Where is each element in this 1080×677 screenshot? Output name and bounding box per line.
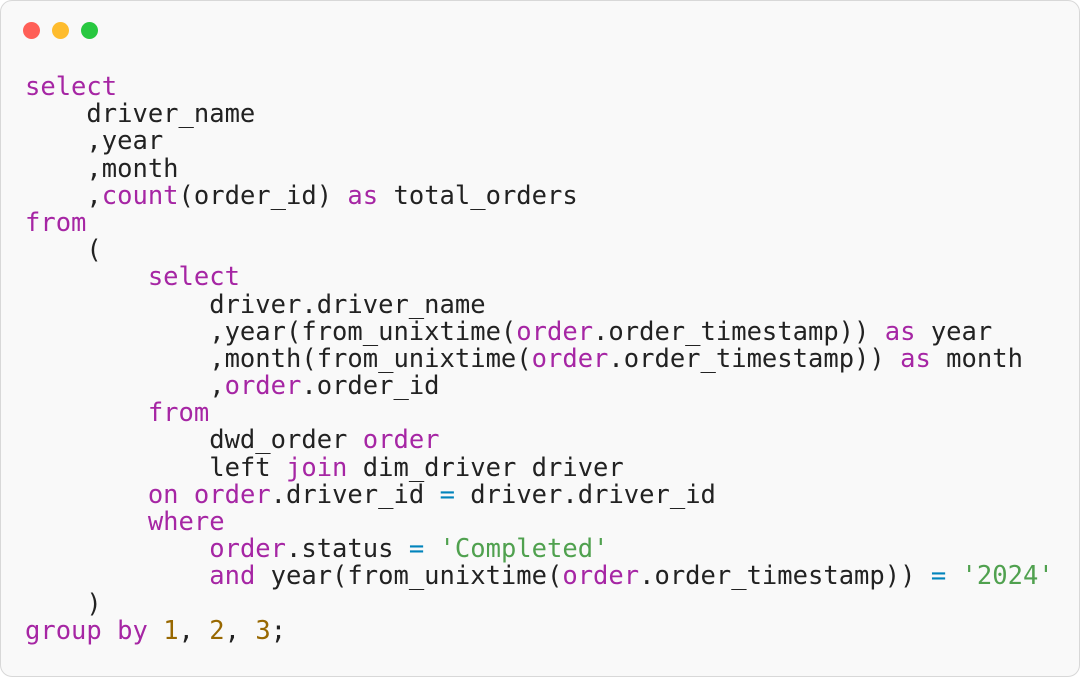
code-text: ;: [270, 615, 287, 646]
code-line: where: [25, 507, 1054, 537]
code-text: year(from_unixtime(: [255, 561, 563, 592]
code-line: ,order.order_id: [25, 371, 1054, 402]
code-text: ,year(from_unixtime(: [25, 316, 517, 347]
code-line: select: [25, 264, 1054, 291]
code-text: .order_timestamp)): [608, 343, 901, 374]
keyword-token: select: [25, 72, 118, 102]
code-line: from: [25, 207, 1054, 238]
code-text: (order_id): [178, 180, 348, 211]
keyword-token: order: [193, 479, 271, 510]
code-line: select: [25, 72, 1054, 102]
code-text: [25, 534, 209, 564]
code-text: .order_timestamp)): [639, 561, 931, 592]
keyword-token: order: [224, 371, 302, 402]
code-text: [179, 480, 194, 510]
code-text: year: [915, 316, 993, 347]
keyword-token: order: [516, 316, 594, 347]
code-text: driver_name: [25, 99, 256, 130]
code-text: ,: [25, 371, 225, 402]
keyword-token: as: [900, 343, 931, 374]
code-text: [946, 561, 961, 591]
code-text: total_orders: [378, 180, 578, 211]
code-line: order.status = 'Completed': [25, 536, 1054, 563]
code-text: .driver_id: [270, 479, 440, 510]
code-line: driver.driver_name: [25, 289, 1054, 320]
code-text: [25, 480, 148, 510]
keyword-token: from: [147, 398, 210, 429]
operator-token: =: [439, 479, 455, 510]
keyword-token: order: [562, 561, 640, 592]
minimize-button[interactable]: [52, 22, 69, 39]
code-text: .status: [286, 534, 409, 565]
code-text: dim_driver driver: [347, 452, 624, 483]
maximize-button[interactable]: [81, 22, 98, 39]
code-text: [25, 398, 148, 428]
code-line: left join dim_driver driver: [25, 452, 1054, 483]
code-text: ,: [25, 180, 102, 211]
keyword-token: select: [147, 262, 240, 293]
keyword-token: order: [362, 425, 440, 456]
keyword-token: on: [147, 479, 179, 510]
code-text: (: [25, 235, 102, 266]
code-line: dwd_order order: [25, 427, 1054, 454]
keyword-token: join: [286, 452, 348, 483]
code-text: ,: [178, 615, 210, 646]
code-text: dwd_order: [25, 425, 363, 456]
keyword-token: as: [347, 180, 379, 211]
code-text: [25, 262, 148, 292]
code-line: on order.driver_id = driver.driver_id: [25, 479, 1054, 510]
code-line: from: [25, 400, 1054, 427]
code-line: ,year(from_unixtime(order.order_timestam…: [25, 316, 1054, 347]
code-text: driver.driver_name: [25, 289, 486, 320]
code-line: group by 1, 2, 3;: [25, 615, 1054, 646]
window-titlebar: [1, 1, 1079, 59]
code-line: and year(from_unixtime(order.order_times…: [25, 561, 1054, 592]
code-text: month: [930, 343, 1023, 374]
keyword-token: from: [25, 207, 87, 238]
string-token: 'Completed': [439, 534, 609, 565]
code-line: ,year: [25, 128, 1054, 155]
code-line: ): [25, 588, 1054, 619]
keyword-token: order: [209, 534, 286, 565]
code-text: .order_id: [301, 371, 440, 402]
keyword-token: and: [209, 561, 256, 592]
code-line: driver_name: [25, 101, 1054, 128]
code-line: (: [25, 237, 1054, 264]
keyword-token: where: [147, 507, 225, 537]
code-text: ,: [224, 615, 256, 646]
keyword-token: group by: [25, 615, 148, 646]
code-line: ,month(from_unixtime(order.order_timesta…: [25, 343, 1054, 374]
code-text: [25, 561, 209, 591]
code-text: [424, 534, 439, 564]
operator-token: =: [930, 561, 947, 592]
number-token: 2: [209, 615, 225, 646]
code-text: .order_timestamp)): [593, 316, 885, 347]
keyword-token: order: [531, 343, 609, 374]
code-text: driver.driver_id: [454, 479, 716, 510]
code-line: ,count(order_id) as total_orders: [25, 180, 1054, 211]
string-token: '2024': [961, 561, 1054, 592]
close-button[interactable]: [23, 22, 40, 39]
code-text: ): [25, 588, 102, 619]
code-text: [25, 507, 148, 537]
code-text: left: [25, 452, 286, 483]
sql-code-block: select driver_name ,year ,month ,count(o…: [25, 72, 1054, 646]
keyword-token: as: [884, 316, 916, 347]
code-text: ,year: [25, 126, 164, 157]
keyword-token: count: [101, 180, 179, 211]
operator-token: =: [408, 534, 425, 565]
code-line: ,month: [25, 153, 1054, 184]
code-text: [148, 616, 163, 646]
number-token: 1: [163, 615, 179, 646]
code-text: ,month: [25, 153, 179, 184]
number-token: 3: [255, 615, 271, 646]
code-text: ,month(from_unixtime(: [25, 343, 532, 374]
